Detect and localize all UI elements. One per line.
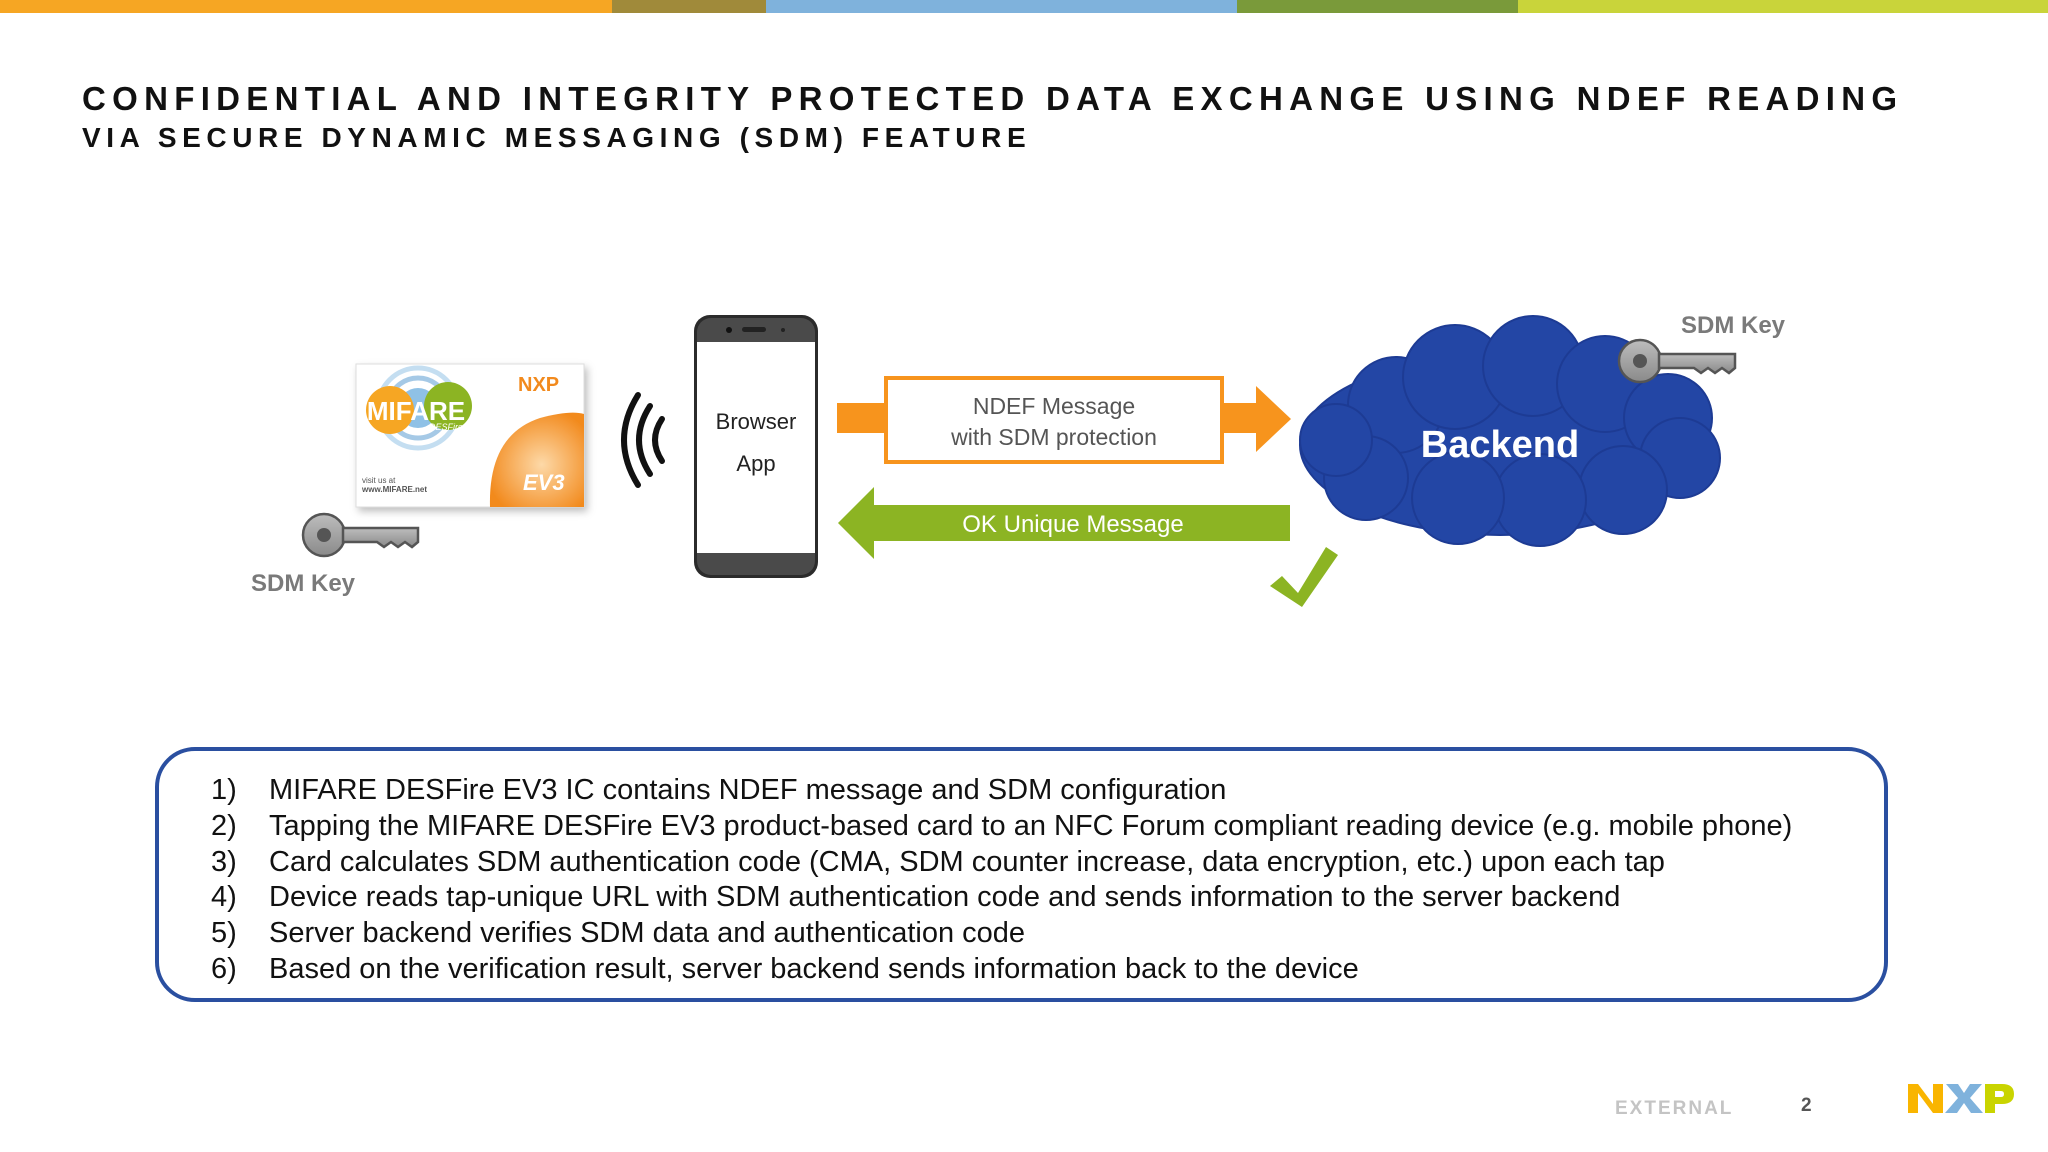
phone-label-line-2: App bbox=[736, 451, 775, 476]
color-bar-segment bbox=[612, 0, 766, 13]
card-visit-line-2: www.MIFARE.net bbox=[361, 485, 427, 494]
request-arrow bbox=[837, 376, 1291, 464]
key-icon bbox=[301, 512, 420, 558]
step-text: Server backend verifies SDM data and aut… bbox=[269, 917, 1026, 950]
request-arrow-line-2: with SDM protection bbox=[950, 424, 1157, 450]
step-text: MIFARE DESFire EV3 IC contains NDEF mess… bbox=[269, 774, 1227, 806]
card-nxp-logo: NXP bbox=[518, 374, 559, 396]
step-number: 5) bbox=[211, 917, 237, 950]
step-number: 4) bbox=[211, 881, 237, 914]
checkmark-icon bbox=[1270, 547, 1338, 607]
smartphone-icon bbox=[694, 315, 818, 578]
step-item: 2) Tapping the MIFARE DESFire EV3 product… bbox=[211, 809, 1884, 845]
color-bar-segment bbox=[0, 0, 612, 13]
card-sdm-key-label: SDM Key bbox=[251, 570, 356, 597]
step-item: 6) Based on the verification result, serv… bbox=[211, 952, 1884, 988]
step-number: 6) bbox=[211, 952, 237, 985]
step-text: Card calculates SDM authentication code … bbox=[269, 845, 1665, 878]
backend-sdm-key-label: SDM Key bbox=[1681, 312, 1786, 339]
steps-box: 1) MIFARE DESFire EV3 IC contains NDEF me… bbox=[155, 747, 1888, 1002]
mifare-logo: MIFARE DESFire bbox=[366, 365, 472, 451]
nxp-logo bbox=[1908, 1084, 2014, 1113]
top-color-bar bbox=[0, 0, 2048, 13]
title-line-1: CONFIDENTIAL AND INTEGRITY PROTECTED DAT… bbox=[82, 80, 1904, 117]
response-arrow bbox=[838, 487, 1290, 559]
step-number: 3) bbox=[211, 845, 237, 878]
slide-title: CONFIDENTIAL AND INTEGRITY PROTECTED DAT… bbox=[82, 80, 1903, 154]
color-bar-segment bbox=[1237, 0, 1518, 13]
step-number: 1) bbox=[211, 774, 237, 806]
color-bar-segment bbox=[766, 0, 1237, 13]
backend-label: Backend bbox=[1421, 424, 1579, 466]
color-bar-segment bbox=[1518, 0, 2048, 13]
cloud-icon bbox=[1299, 315, 1721, 547]
step-number: 2) bbox=[211, 809, 237, 842]
card-subbrand-text: DESFire bbox=[429, 422, 463, 432]
classification-label: EXTERNAL bbox=[1615, 1098, 1734, 1119]
step-item: 5) Server backend verifies SDM data and a… bbox=[211, 916, 1884, 952]
response-arrow-label: OK Unique Message bbox=[962, 511, 1183, 538]
card-brand-text: MIFARE bbox=[367, 396, 465, 426]
step-item: 3) Card calculates SDM authentication cod… bbox=[211, 845, 1884, 881]
step-item: 1) MIFARE DESFire EV3 IC contains NDEF me… bbox=[211, 773, 1884, 809]
step-item: 4) Device reads tap-unique URL with SDM a… bbox=[211, 880, 1884, 916]
request-arrow-line-1: NDEF Message bbox=[973, 393, 1135, 419]
step-text: Tapping the MIFARE DESFire EV3 product-b… bbox=[269, 809, 1793, 842]
phone-label-line-1: Browser bbox=[716, 409, 797, 434]
steps-list: 1) MIFARE DESFire EV3 IC contains NDEF me… bbox=[159, 751, 1884, 988]
step-text: Device reads tap-unique URL with SDM aut… bbox=[269, 881, 1621, 914]
key-icon bbox=[1617, 338, 1737, 384]
step-text: Based on the verification result, server… bbox=[269, 952, 1359, 985]
card-model-text: EV3 bbox=[523, 470, 565, 495]
title-line-2: VIA SECURE DYNAMIC MESSAGING (SDM) FEATU… bbox=[82, 122, 1032, 153]
card-visit-line-1: visit us at bbox=[362, 476, 396, 485]
nfc-waves-icon bbox=[621, 392, 665, 488]
page-number: 2 bbox=[1801, 1095, 1812, 1116]
